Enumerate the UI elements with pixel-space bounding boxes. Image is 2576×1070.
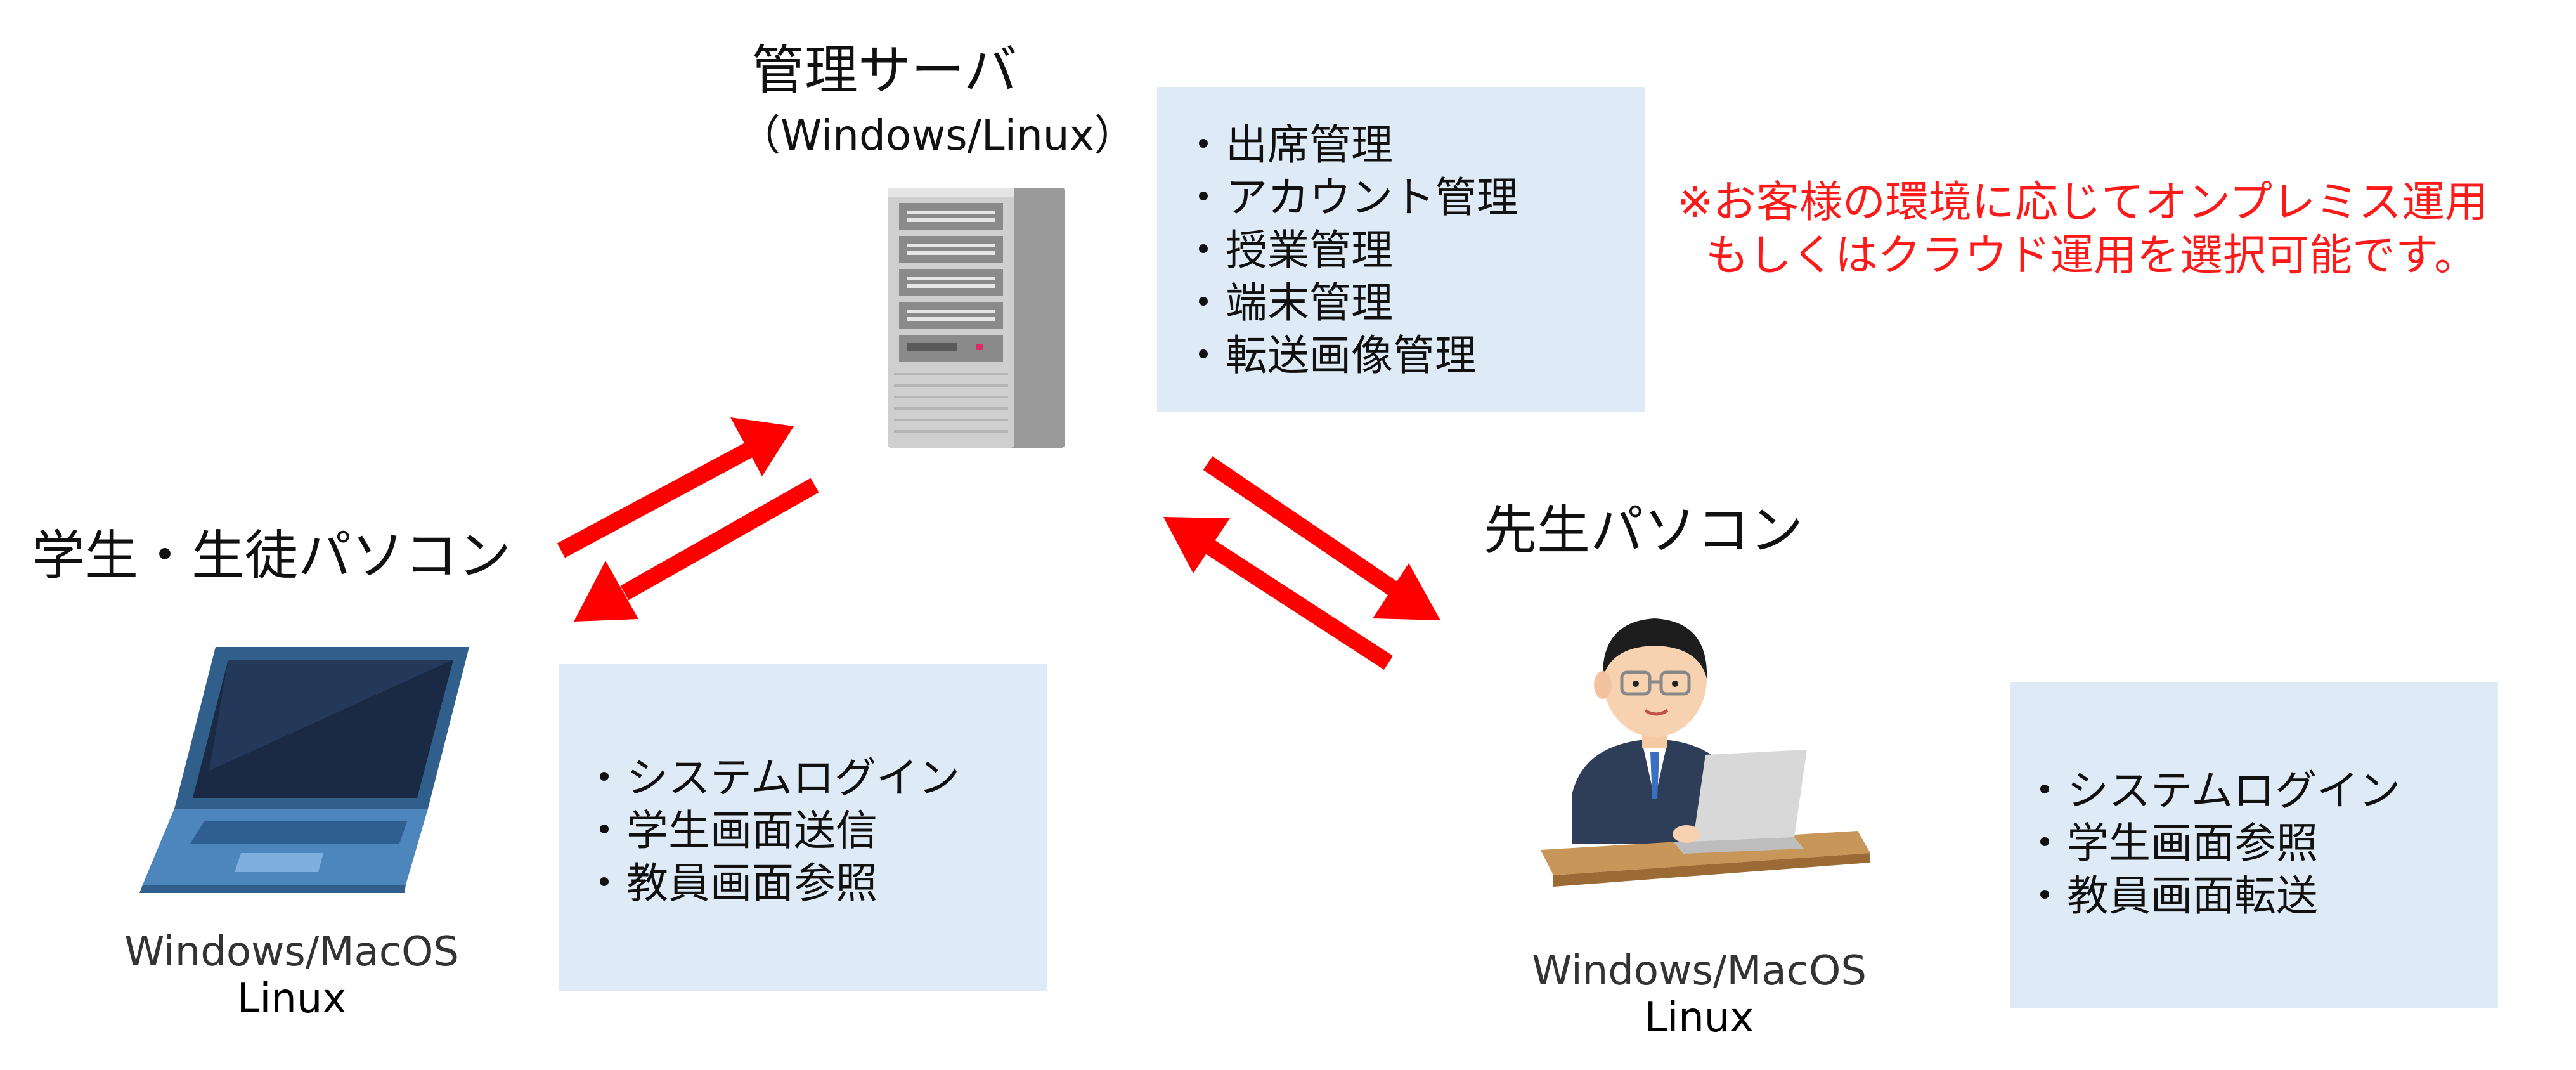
server-function-item: 端末管理 — [1182, 277, 1645, 329]
arrow-server-to-teacher — [1203, 456, 1400, 597]
arrowhead-server-to-teacher — [1373, 563, 1440, 620]
student-os: Windows/MacOS Linux — [86, 929, 498, 1022]
laptop-icon — [139, 647, 469, 893]
teacher-function-item: システムログイン — [2024, 764, 2498, 817]
student-function-item: 学生画面送信 — [583, 804, 1047, 857]
teacher-title: 先生パソコン — [1484, 499, 1804, 561]
student-os-line2: Linux — [236, 975, 347, 1022]
server-os: （Windows/Linux） — [739, 111, 1136, 160]
student-title: 学生・生徒パソコン — [32, 525, 512, 587]
student-os-line1: Windows/MacOS — [124, 929, 459, 975]
server-title: 管理サーバ — [751, 39, 1018, 101]
deployment-note-line1: ※お客様の環境に応じてオンプレミス運用 — [1677, 178, 2488, 228]
student-function-panel: システムログイン 学生画面送信 教員画面参照 — [559, 664, 1047, 991]
student-function-item: 教員画面参照 — [583, 857, 1047, 910]
arrowhead-student-to-server — [730, 417, 794, 476]
server-function-item: 出席管理 — [1182, 119, 1645, 171]
student-function-item: システムログイン — [583, 752, 1047, 804]
server-function-item: 授業管理 — [1182, 224, 1645, 277]
teacher-function-panel: システムログイン 学生画面参照 教員画面転送 — [2010, 682, 2498, 1008]
teacher-function-item: 学生画面参照 — [2024, 817, 2498, 870]
arrow-teacher-to-server — [1203, 538, 1394, 670]
teacher-at-laptop-icon — [1541, 618, 1870, 887]
teacher-os-line1: Windows/MacOS — [1532, 948, 1867, 995]
arrowhead-server-to-student — [574, 561, 638, 622]
teacher-function-item: 教員画面転送 — [2024, 870, 2498, 922]
arrowhead-teacher-to-server — [1163, 517, 1230, 573]
server-function-item: 転送画像管理 — [1182, 329, 1645, 382]
arrow-student-to-server — [557, 443, 753, 558]
arrow-server-to-student — [620, 478, 819, 601]
deployment-note-line2: もしくはクラウド運用を選択可能です。 — [1705, 231, 2478, 281]
server-tower-icon — [888, 188, 1065, 448]
server-function-item: アカウント管理 — [1182, 171, 1645, 224]
teacher-os: Windows/MacOS Linux — [1493, 948, 1905, 1041]
server-function-panel: 出席管理 アカウント管理 授業管理 端末管理 転送画像管理 — [1157, 87, 1645, 412]
teacher-os-line2: Linux — [1644, 994, 1754, 1041]
